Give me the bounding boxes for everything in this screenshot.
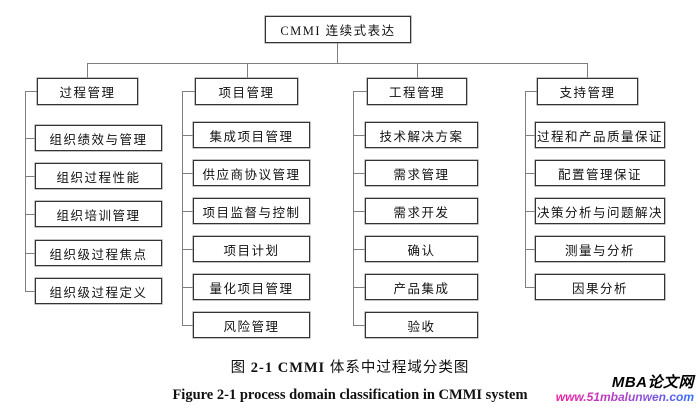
process-area-node: 配置管理保证 (535, 160, 665, 186)
process-area-node: 因果分析 (535, 274, 665, 300)
connector-line (182, 287, 193, 288)
root-node: CMMI 连续式表达 (265, 16, 411, 43)
process-area-node: 需求管理 (365, 160, 478, 186)
connector-line (182, 91, 183, 325)
connector-line (587, 63, 588, 78)
process-area-node: 集成项目管理 (193, 122, 310, 148)
watermark-site-name: MBA论文网 (611, 374, 694, 391)
connector-line (353, 91, 367, 92)
connector-line (247, 63, 248, 78)
connector-line (25, 91, 37, 92)
connector-line (87, 63, 88, 78)
process-area-node: 组织级过程焦点 (35, 240, 162, 266)
figure-caption-zh: 图 2-1 CMMI 体系中过程域分类图 (0, 356, 700, 377)
connector-line (182, 249, 193, 250)
process-area-node: 需求开发 (365, 198, 478, 224)
caption-zh-suffix: 体系中过程域分类图 (325, 360, 470, 376)
watermark: MBA论文网 www.51mbalunwen.com (556, 374, 694, 405)
connector-line (525, 173, 535, 174)
process-area-node: 组织过程性能 (35, 163, 162, 189)
connector-line (525, 135, 535, 136)
process-area-node: 组织绩效与管理 (35, 125, 162, 151)
connector-line (25, 291, 35, 292)
connector-line (525, 249, 535, 250)
connector-line (353, 287, 365, 288)
category-header-support-management: 支持管理 (537, 78, 638, 105)
connector-line (25, 253, 35, 254)
connector-line (417, 63, 418, 78)
process-area-node: 验收 (365, 312, 478, 338)
connector-line (353, 173, 365, 174)
process-area-node: 组织培训管理 (35, 201, 162, 227)
process-area-node: 产品集成 (365, 274, 478, 300)
figure-caption-en: Figure 2-1 process domain classification… (172, 387, 528, 403)
process-area-node: 风险管理 (193, 312, 310, 338)
process-area-node: 技术解决方案 (365, 122, 478, 148)
process-area-node: 过程和产品质量保证 (535, 122, 665, 148)
connector-line (353, 91, 354, 325)
category-header-engineering-management: 工程管理 (367, 78, 467, 105)
connector-line (182, 211, 193, 212)
process-area-node: 量化项目管理 (193, 274, 310, 300)
connector-line (525, 287, 535, 288)
connector-line (182, 135, 193, 136)
process-area-node: 项目监督与控制 (193, 198, 310, 224)
caption-zh-figure-number: 2-1 CMMI (250, 360, 326, 376)
connector-line (25, 176, 35, 177)
category-header-project-management: 项目管理 (195, 78, 298, 105)
category-header-process-management: 过程管理 (37, 78, 138, 105)
process-area-node: 确认 (365, 236, 478, 262)
connector-line (25, 91, 26, 291)
connector-line (182, 91, 195, 92)
connector-line (25, 214, 35, 215)
connector-line (525, 91, 537, 92)
process-area-node: 组织级过程定义 (35, 278, 162, 304)
connector-line (25, 138, 35, 139)
connector-line (353, 135, 365, 136)
connector-line (525, 211, 535, 212)
caption-zh-prefix: 图 (230, 360, 251, 376)
process-area-node: 决策分析与问题解决 (535, 198, 665, 224)
connector-line (182, 325, 193, 326)
process-area-node: 供应商协议管理 (193, 160, 310, 186)
connector-line (353, 249, 365, 250)
connector-line (182, 173, 193, 174)
connector-line (337, 43, 338, 63)
process-area-node: 测量与分析 (535, 236, 665, 262)
connector-line (87, 63, 588, 64)
connector-line (525, 91, 526, 287)
watermark-site-url: www.51mbalunwen.com (555, 390, 694, 405)
connector-line (353, 211, 365, 212)
connector-line (353, 325, 365, 326)
process-area-node: 项目计划 (193, 236, 310, 262)
